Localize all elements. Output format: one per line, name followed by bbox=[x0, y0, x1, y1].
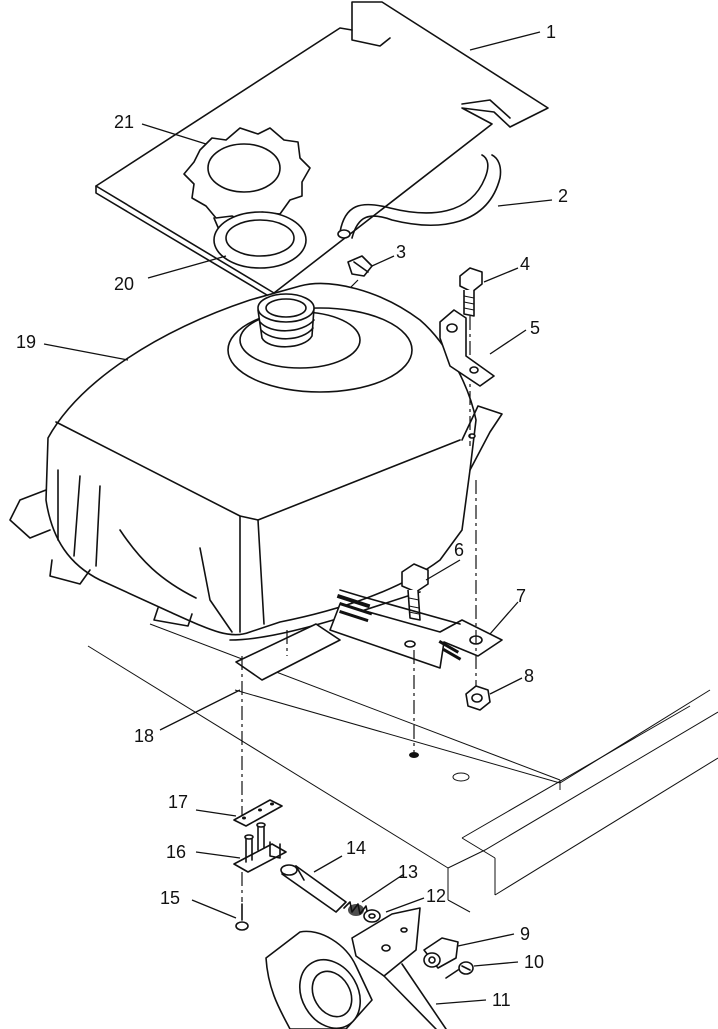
callout-21: 21 bbox=[114, 112, 134, 132]
callout-19: 19 bbox=[16, 332, 36, 352]
callout-10: 10 bbox=[524, 952, 544, 972]
callout-7: 7 bbox=[516, 586, 526, 606]
callout-12: 12 bbox=[426, 886, 446, 906]
foreground-cylinder bbox=[265, 930, 373, 1029]
part-21-fuel-cap bbox=[183, 127, 311, 251]
callout-15: 15 bbox=[160, 888, 180, 908]
callout-17: 17 bbox=[168, 792, 188, 812]
callout-16: 16 bbox=[166, 842, 186, 862]
part-3-vent-fitting bbox=[317, 255, 373, 321]
part-2-vent-hose bbox=[337, 154, 502, 239]
callout-1: 1 bbox=[546, 22, 556, 42]
callout-3: 3 bbox=[396, 242, 406, 262]
callout-4: 4 bbox=[520, 254, 530, 274]
part-4-bolt bbox=[459, 267, 483, 446]
callout-14: 14 bbox=[346, 838, 366, 858]
part-8-nut bbox=[465, 685, 491, 711]
part-16-fuel-valve bbox=[233, 822, 287, 873]
callout-9: 9 bbox=[520, 924, 530, 944]
part-18-pad bbox=[235, 623, 341, 816]
callout-13: 13 bbox=[398, 862, 418, 882]
part-7-strap bbox=[329, 480, 503, 758]
frame-chassis bbox=[87, 623, 718, 913]
callout-6: 6 bbox=[454, 540, 464, 560]
tank-filler-neck bbox=[257, 293, 315, 348]
part-14-rod bbox=[280, 864, 347, 913]
part-15-screw bbox=[235, 872, 249, 931]
part-20-cap-gasket bbox=[213, 211, 307, 269]
part-19-fuel-tank bbox=[9, 282, 503, 641]
callout-2: 2 bbox=[558, 186, 568, 206]
callout-20: 20 bbox=[114, 274, 134, 294]
callout-5: 5 bbox=[530, 318, 540, 338]
part-11-lever-bracket bbox=[351, 907, 447, 1029]
callout-labels: 1 2 3 4 5 6 7 8 9 10 11 12 13 14 15 16 1… bbox=[16, 22, 568, 1010]
callout-11: 11 bbox=[492, 990, 511, 1010]
part-10-screw bbox=[445, 961, 474, 979]
part-12-washer bbox=[363, 909, 381, 923]
part-9-knob bbox=[423, 937, 459, 969]
part-1-mat bbox=[95, 1, 549, 299]
callout-18: 18 bbox=[134, 726, 154, 746]
leader-lines bbox=[43, 31, 553, 1005]
callout-8: 8 bbox=[524, 666, 534, 686]
part-5-bracket bbox=[439, 309, 495, 387]
part-17-gasket-plate bbox=[233, 799, 283, 827]
